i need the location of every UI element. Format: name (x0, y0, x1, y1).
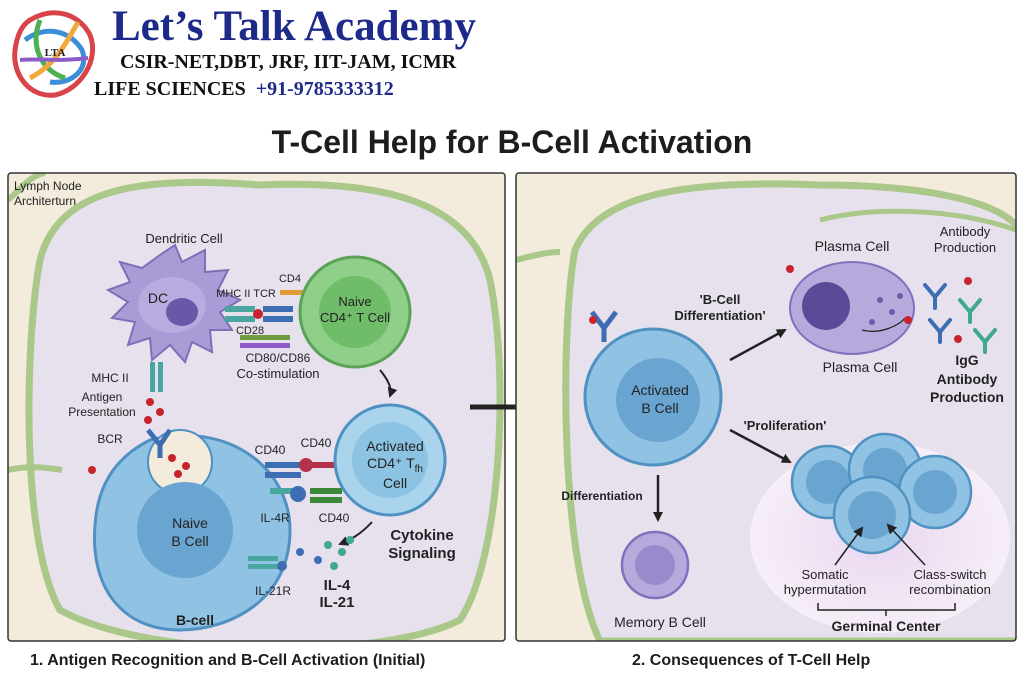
activated-tfh-cell (333, 403, 447, 517)
dc-label: DC (148, 290, 168, 306)
somatic-pointer (834, 526, 864, 566)
proliferation-label: 'Proliferation' (744, 418, 827, 433)
activated-t-label-2: CD4⁺ Tfh (367, 455, 423, 475)
somatic-label-2: hypermutation (784, 582, 866, 597)
activated-b-label-2: B Cell (641, 400, 678, 416)
differentiation-quote-2: Differentiation' (674, 308, 765, 323)
differentiation-label: Differentiation (561, 489, 642, 503)
panel-1-caption: 1. Antigen Recognition and B-Cell Activa… (30, 652, 426, 669)
activated-t-main: CD4⁺ T (367, 455, 415, 471)
cd40-receptors (265, 458, 342, 503)
somatic-label-1: Somatic (802, 567, 849, 582)
class-switch-label-1: Class-switch (914, 567, 987, 582)
activated-t-label-3: Cell (383, 475, 407, 491)
free-antigen (786, 265, 794, 273)
cd40-label-b: CD40 (301, 436, 332, 450)
antibody-label-2: Production (934, 240, 996, 255)
cd40-label-c: CD40 (319, 511, 350, 525)
il21r-receptor (248, 556, 287, 571)
academy-logo: LTA (12, 10, 96, 98)
co-stimulation-label: Co-stimulation (236, 366, 319, 381)
antibody-label-1: Antibody (940, 224, 991, 239)
differentiation-quote-1: 'B-Cell (700, 292, 741, 307)
antigen-dots (144, 398, 164, 424)
class-switch-label-2: recombination (909, 582, 991, 597)
brand-phone: +91-9785333312 (255, 78, 394, 100)
il4r-label: IL-4R (260, 511, 290, 525)
cytokine-arrow (338, 521, 373, 546)
cd28-label: CD28 (236, 325, 264, 337)
mhc-ii-label: MHC II (91, 371, 128, 385)
class-switch-pointer (886, 523, 926, 566)
plasma-cell-top-label: Plasma Cell (815, 238, 890, 254)
differentiation-arrow (729, 328, 787, 362)
cytokine-label-1: Cytokine (390, 527, 453, 544)
il21r-label: IL-21R (255, 584, 291, 598)
cd80-cd86-label: CD80/CD86 (246, 351, 311, 365)
mhc-ii-stalk (150, 362, 155, 392)
activated-t-label-1: Activated (366, 438, 424, 454)
brand-subject: LIFE SCIENCES (94, 78, 246, 100)
panel-2-caption: 2. Consequences of T-Cell Help (632, 652, 871, 669)
plasma-cell-bottom-label: Plasma Cell (823, 359, 898, 375)
naive-t-label-2: CD4⁺ T Cell (320, 310, 390, 325)
naive-b-label-2: B Cell (171, 533, 208, 549)
naive-t-cell (298, 255, 412, 369)
panel-2: Activated B Cell 'B-Cell Differentiation… (515, 172, 1017, 642)
brand-name: Let’s Talk Academy (112, 3, 476, 50)
dendritic-cell-label: Dendritic Cell (145, 231, 222, 246)
logo-ribbon-icon (12, 10, 96, 98)
memory-b-label: Memory B Cell (614, 614, 706, 630)
corner-label-2: Architerturn (14, 194, 76, 208)
germinal-center-cells (790, 432, 973, 555)
igg-label-3: Production (930, 389, 1004, 405)
panel-1: Dendritic Cell DC MHC II TCR CD4 CD28 CD… (7, 172, 506, 642)
naive-b-label-1: Naive (172, 515, 208, 531)
il21-label: IL-21 (319, 594, 354, 611)
logo-text: LTA (45, 47, 66, 59)
cytokine-label-2: Signaling (388, 545, 456, 562)
bcr-receptor (146, 428, 173, 458)
panel-2-border (515, 172, 1017, 642)
igg-label-2: Antibody (937, 371, 998, 387)
memory-b-cell (620, 530, 690, 600)
bcr-label: BCR (97, 432, 123, 446)
plasma-cell (789, 261, 915, 355)
activated-b-cell (583, 327, 723, 467)
antigen-label-1: Antigen (82, 390, 123, 404)
activated-t-subscript: fh (415, 464, 423, 475)
activated-b-label-1: Activated (631, 382, 689, 398)
corner-label-1: Lymph Node (14, 179, 82, 193)
page-title: T-Cell Help for B-Cell Activation (271, 124, 753, 160)
dendritic-cell (105, 243, 243, 364)
germinal-center-label: Germinal Center (832, 618, 941, 634)
igg-label-1: IgG (955, 352, 978, 368)
il4-label: IL-4 (324, 577, 351, 594)
brand-subject-line: LIFE SCIENCES +91-9785333312 (94, 78, 394, 101)
antibody-icons (923, 283, 997, 354)
cytokine-molecules (296, 536, 354, 570)
panel-1-border (7, 172, 506, 642)
antigen-label-2: Presentation (68, 405, 135, 419)
cd4-label: CD4 (279, 273, 301, 285)
activated-b-receptor (589, 310, 618, 342)
mhc-tcr-label: MHC II TCR (216, 288, 276, 300)
activation-arrow (379, 369, 398, 398)
proliferation-arrow (729, 428, 792, 464)
branding-header: LTA Let’s Talk Academy CSIR-NET,DBT, JRF… (0, 0, 540, 110)
naive-b-cell (92, 429, 292, 632)
brand-exams: CSIR-NET,DBT, JRF, IIT-JAM, ICMR (120, 51, 457, 73)
mhc-tcr-complex (225, 290, 306, 348)
germinal-bracket (817, 603, 956, 616)
cd40-label-a: CD40 (255, 443, 286, 457)
naive-t-label-1: Naive (338, 294, 371, 309)
antigen-particle (88, 466, 96, 474)
b-cell-label: B-cell (176, 612, 214, 628)
